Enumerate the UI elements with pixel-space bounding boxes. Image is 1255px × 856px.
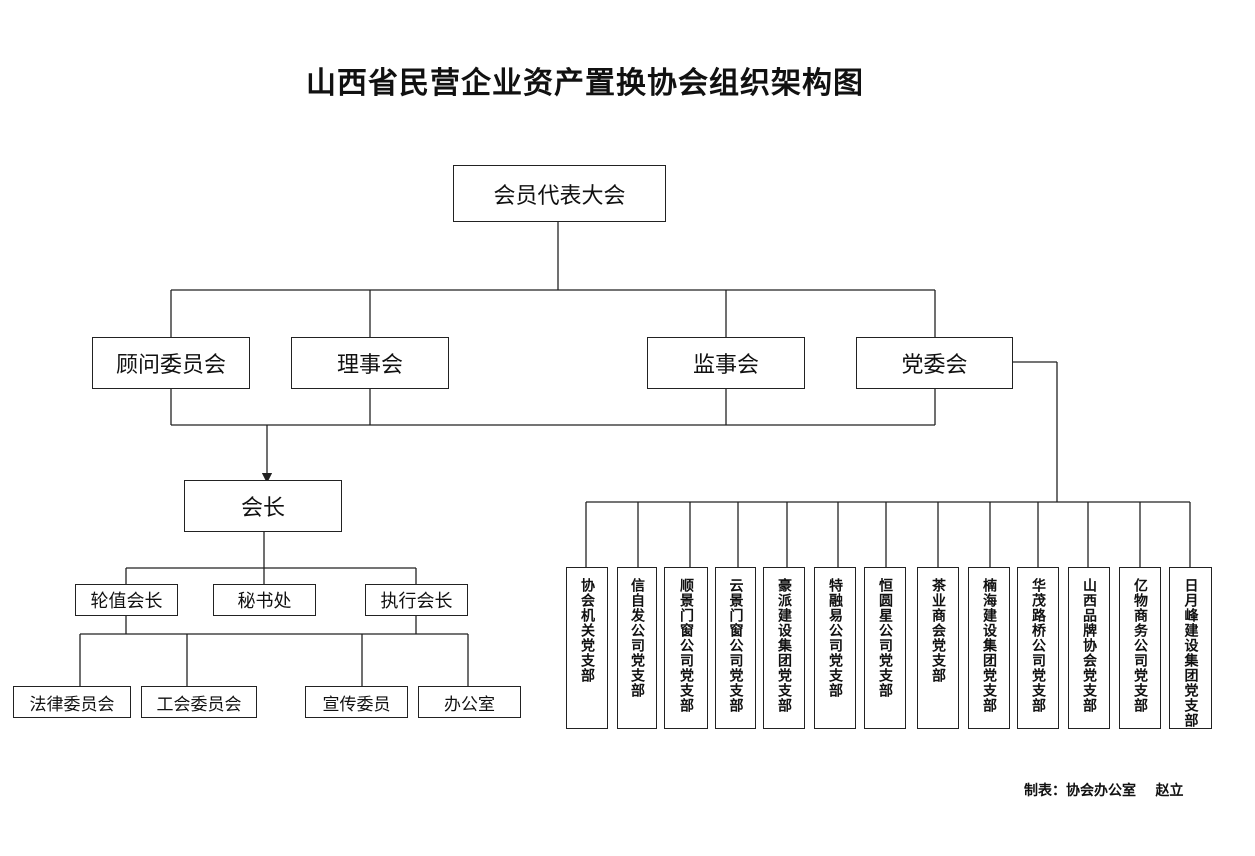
advisory-committee-box: 顾问委员会 [92, 337, 250, 389]
branch-box: 特融易公司党支部 [814, 567, 856, 729]
union-committee-label: 工会委员会 [156, 694, 242, 715]
union-committee-box: 工会委员会 [141, 686, 257, 718]
advisory-committee-label: 顾问委员会 [115, 353, 226, 378]
executive-president-box: 执行会长 [365, 584, 468, 616]
member-assembly-box: 会员代表大会 [453, 165, 666, 222]
member-assembly-label: 会员代表大会 [493, 183, 626, 209]
branch-label: 亿物商务公司党支部 [1132, 578, 1148, 713]
branch-box: 茶业商会党支部 [917, 567, 959, 729]
branch-label: 云景门窗公司党支部 [727, 578, 744, 713]
footer-credit: 制表：协会办公室 赵立 [1024, 783, 1184, 799]
legal-committee-label: 法律委员会 [29, 694, 115, 715]
president-box: 会长 [184, 480, 342, 532]
secretariat-box: 秘书处 [213, 584, 316, 616]
branch-box: 楠海建设集团党支部 [968, 567, 1010, 729]
legal-committee-box: 法律委员会 [13, 686, 131, 718]
branch-box: 豪派建设集团党支部 [763, 567, 805, 729]
branch-box: 信自发公司党支部 [617, 567, 657, 729]
branch-label: 恒圆星公司党支部 [877, 578, 893, 698]
office-label: 办公室 [444, 694, 495, 715]
council-label: 理事会 [336, 353, 403, 378]
party-committee-label: 党委会 [901, 353, 968, 378]
branch-label: 信自发公司党支部 [629, 578, 645, 698]
branch-box: 山西品牌协会党支部 [1068, 567, 1110, 729]
president-label: 会长 [240, 496, 285, 521]
branch-box: 华茂路桥公司党支部 [1017, 567, 1059, 729]
rotating-president-box: 轮值会长 [75, 584, 178, 616]
branch-box: 恒圆星公司党支部 [864, 567, 906, 729]
branch-label: 日月峰建设集团党支部 [1182, 578, 1199, 728]
branch-label: 楠海建设集团党支部 [981, 578, 997, 713]
branch-label: 豪派建设集团党支部 [776, 578, 792, 713]
branch-box: 亿物商务公司党支部 [1119, 567, 1161, 729]
branch-label: 特融易公司党支部 [827, 578, 843, 698]
publicity-member-label: 宣传委员 [322, 694, 391, 715]
rotating-president-label: 轮值会长 [90, 591, 163, 612]
branch-box: 协会机关党支部 [566, 567, 608, 729]
branch-label: 山西品牌协会党支部 [1081, 578, 1097, 713]
branch-label: 华茂路桥公司党支部 [1030, 578, 1046, 713]
publicity-member-box: 宣传委员 [305, 686, 408, 718]
branch-label: 协会机关党支部 [579, 578, 595, 683]
branch-label: 顺景门窗公司党支部 [678, 578, 694, 713]
supervisory-board-label: 监事会 [692, 353, 759, 378]
branch-box: 日月峰建设集团党支部 [1169, 567, 1212, 729]
page-title: 山西省民营企业资产置换协会组织架构图 [306, 66, 864, 101]
secretariat-label: 秘书处 [237, 591, 292, 612]
party-committee-box: 党委会 [856, 337, 1013, 389]
office-box: 办公室 [418, 686, 521, 718]
branch-label: 茶业商会党支部 [930, 578, 946, 683]
executive-president-label: 执行会长 [380, 591, 453, 612]
branch-box: 云景门窗公司党支部 [715, 567, 756, 729]
council-box: 理事会 [291, 337, 449, 389]
branch-box: 顺景门窗公司党支部 [664, 567, 708, 729]
supervisory-board-box: 监事会 [647, 337, 805, 389]
